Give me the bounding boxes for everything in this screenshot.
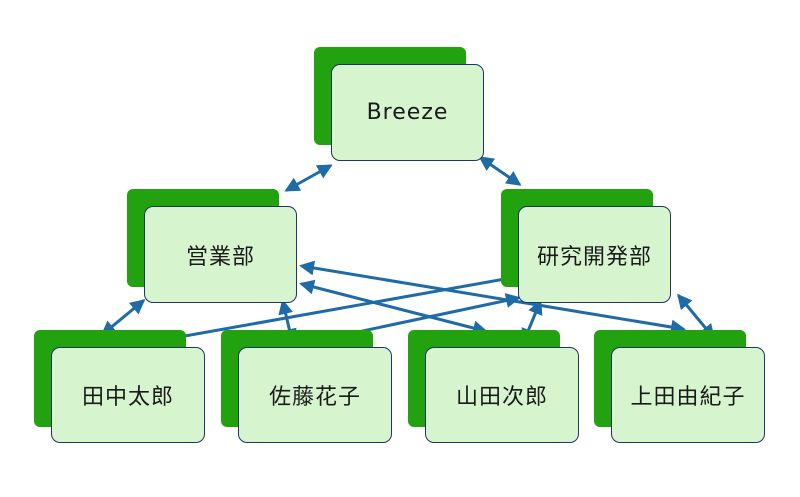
node-label-breeze: Breeze bbox=[366, 100, 449, 125]
node-sato[interactable]: 佐藤花子 bbox=[221, 330, 392, 443]
node-yamada[interactable]: 山田次郎 bbox=[408, 330, 579, 443]
node-label-tanaka: 田中太郎 bbox=[81, 385, 174, 410]
connector-breeze-sales bbox=[284, 164, 333, 192]
node-box: 営業部 bbox=[144, 206, 297, 303]
node-label-rnd: 研究開発部 bbox=[536, 244, 652, 270]
node-sales[interactable]: 営業部 bbox=[127, 189, 297, 303]
connector-breeze-rnd bbox=[478, 156, 522, 186]
node-label-ueda: 上田由紀子 bbox=[630, 385, 746, 410]
node-box: 上田由紀子 bbox=[611, 347, 765, 443]
node-breeze[interactable]: Breeze bbox=[314, 47, 484, 161]
node-box: Breeze bbox=[331, 64, 484, 161]
node-box: 田中太郎 bbox=[51, 347, 205, 443]
node-rnd[interactable]: 研究開発部 bbox=[501, 189, 671, 303]
node-box: 山田次郎 bbox=[425, 347, 579, 443]
node-label-sales: 営業部 bbox=[185, 244, 255, 270]
node-tanaka[interactable]: 田中太郎 bbox=[34, 330, 205, 443]
connector-sales-tanaka bbox=[100, 299, 146, 336]
node-box: 佐藤花子 bbox=[238, 347, 392, 443]
node-label-sato: 佐藤花子 bbox=[268, 385, 361, 410]
node-ueda[interactable]: 上田由紀子 bbox=[594, 330, 765, 443]
node-box: 研究開発部 bbox=[518, 206, 671, 303]
node-label-yamada: 山田次郎 bbox=[455, 385, 548, 410]
